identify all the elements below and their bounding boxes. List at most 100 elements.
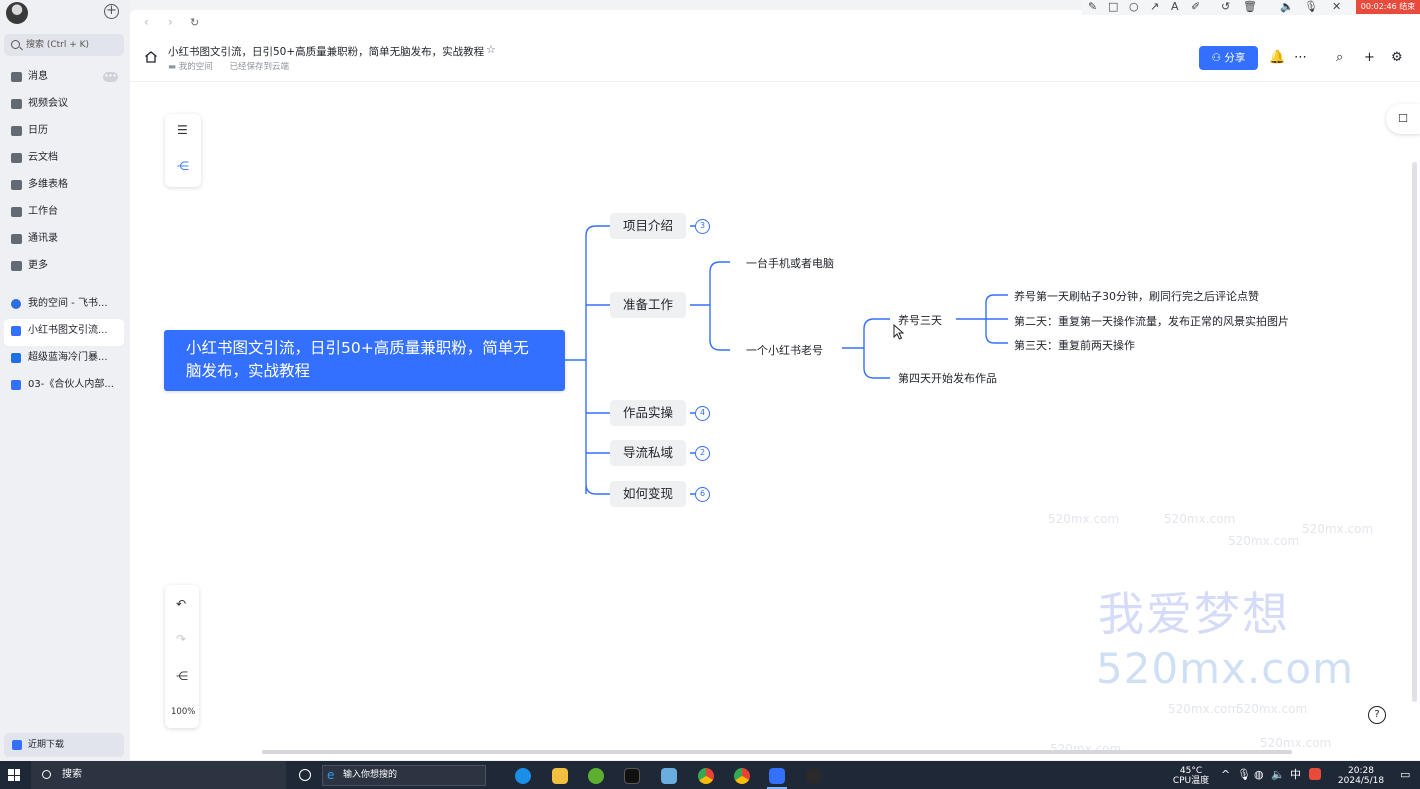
watermark-text: 520mx.com — [1236, 702, 1308, 716]
structure-icon[interactable]: ⋲ — [177, 159, 189, 173]
zoom-level[interactable]: 100% — [171, 707, 196, 717]
topic-node[interactable]: 作品实操 — [610, 400, 687, 426]
circle-icon[interactable]: ○ — [1129, 0, 1139, 13]
breadcrumb-space[interactable]: 我的空间 — [178, 62, 213, 72]
feishu-icon[interactable] — [767, 768, 787, 789]
recent-downloads[interactable]: 近期下载 — [4, 733, 124, 757]
comment-icon[interactable]: ☐ — [1386, 104, 1420, 134]
outline-icon[interactable]: ☰ — [177, 123, 188, 137]
file-explorer-icon[interactable] — [552, 768, 568, 784]
download-icon — [12, 740, 22, 750]
undo-icon[interactable]: ↶ — [176, 597, 187, 611]
clock[interactable]: 20:28 2024/5/18 — [1336, 766, 1386, 786]
watermark-text: 520mx.com — [1260, 736, 1332, 750]
network-icon[interactable]: ◍ — [1254, 768, 1264, 781]
notification-icon[interactable]: ▭ — [1400, 768, 1411, 781]
sidebar-item-video[interactable]: 视频会议 — [0, 93, 130, 120]
sidebar-item-docs[interactable]: 云文档 — [0, 147, 130, 174]
sidebar-item-label: 消息 — [28, 71, 48, 82]
leaf-node[interactable]: 第四天开始发布作品 — [898, 372, 997, 385]
main-window: ‹ › ↻ 小红书图文引流，日引50+高质量兼职粉，简单无脑发布，实战教程 ☆ … — [130, 10, 1420, 760]
save-status: 已经保存到云端 — [229, 62, 289, 72]
topic-node[interactable]: 项目介绍 — [610, 213, 687, 239]
sidebar-item-label: 工作台 — [28, 206, 58, 217]
doc-item-label: 超级蓝海冷门暴... — [28, 352, 108, 363]
more-icon[interactable]: ⋯ — [1294, 50, 1307, 65]
sidebar-item-base[interactable]: 多维表格 — [0, 174, 130, 201]
help-icon[interactable]: ? — [1368, 706, 1386, 724]
doc-item-blue-ocean[interactable]: 超级蓝海冷门暴... — [0, 346, 130, 373]
search-icon[interactable]: ⌕ — [1336, 50, 1344, 65]
avatar[interactable] — [6, 2, 28, 24]
ime-indicator[interactable]: 中 — [1290, 768, 1301, 781]
sogou-icon[interactable] — [1309, 768, 1321, 780]
home-icon[interactable] — [144, 50, 158, 64]
redo-icon[interactable]: ↷ — [176, 632, 187, 646]
microphone-icon[interactable]: 🎙 — [1237, 768, 1251, 781]
tiktok-icon[interactable] — [624, 768, 640, 784]
marker-icon[interactable]: ✐ — [1191, 0, 1201, 13]
browser-search-input[interactable]: e 输入你想搜的 — [322, 765, 486, 786]
leaf-node[interactable]: 养号三天 — [898, 314, 942, 327]
cortana-icon[interactable] — [299, 769, 311, 781]
rectangle-icon[interactable]: □ — [1108, 0, 1119, 13]
mindmap-canvas[interactable]: ☰ ⋲ ↶ ↷ ⋲ 100% 小红书 — [130, 82, 1420, 760]
speaker-icon[interactable]: 🔈 — [1280, 0, 1294, 13]
chrome-icon[interactable] — [734, 768, 750, 784]
undo-icon[interactable]: ↺ — [1221, 0, 1231, 13]
page-title[interactable]: 小红书图文引流，日引50+高质量兼职粉，简单无脑发布，实战教程 — [168, 46, 485, 58]
edge-browser-icon[interactable] — [515, 768, 531, 784]
bell-icon[interactable]: 🔔 — [1269, 50, 1286, 65]
add-icon[interactable]: + — [104, 4, 119, 19]
leaf-node[interactable]: 第三天：重复前两天操作 — [1014, 339, 1135, 352]
collapse-icon[interactable]: ⋲ — [176, 669, 188, 683]
child-count-badge[interactable]: 6 — [695, 487, 710, 502]
arrow-icon[interactable]: ↗ — [1150, 0, 1160, 13]
more-badge-icon[interactable]: ••• — [103, 72, 118, 82]
app-icon[interactable] — [661, 768, 677, 784]
share-button[interactable]: ⚇ 分享 — [1199, 46, 1258, 70]
sidebar-item-more[interactable]: 更多 — [0, 255, 130, 282]
forward-icon[interactable]: › — [168, 15, 173, 29]
sidebar-item-workplace[interactable]: 工作台 — [0, 201, 130, 228]
plus-icon[interactable]: + — [1364, 50, 1375, 65]
windows-start-icon[interactable] — [8, 769, 20, 781]
microphone-icon[interactable]: 🎙 — [1304, 0, 1318, 13]
browser-green-icon[interactable] — [588, 768, 604, 784]
vertical-scrollbar[interactable] — [1412, 162, 1417, 702]
browser-search-placeholder: 输入你想搜的 — [343, 770, 398, 780]
trash-icon[interactable]: 🗑 — [1243, 0, 1257, 13]
doc-item-current[interactable]: 小红书图文引流... — [4, 319, 124, 346]
sidebar-item-calendar[interactable]: 日历 — [0, 120, 130, 147]
horizontal-scrollbar[interactable] — [262, 750, 1292, 754]
pen-icon[interactable]: ✎ — [1088, 0, 1098, 13]
leaf-node[interactable]: 一台手机或者电脑 — [746, 257, 834, 270]
child-count-badge[interactable]: 4 — [695, 406, 710, 421]
topic-node[interactable]: 导流私域 — [610, 440, 687, 466]
taskbar-search[interactable]: 搜索 — [31, 761, 286, 789]
text-icon[interactable]: A — [1171, 0, 1179, 13]
volume-icon[interactable]: 🔈 — [1271, 768, 1285, 781]
child-count-badge[interactable]: 2 — [695, 446, 710, 461]
chevron-up-icon[interactable]: ^ — [1221, 768, 1231, 781]
topic-node[interactable]: 准备工作 — [610, 292, 687, 318]
child-count-badge[interactable]: 3 — [695, 219, 710, 234]
mindmap-root-node[interactable]: 小红书图文引流，日引50+高质量兼职粉，简单无脑发布，实战教程 — [164, 330, 565, 391]
recording-timer[interactable]: 00:02:46 结束 — [1356, 0, 1420, 14]
star-icon[interactable]: ☆ — [486, 43, 496, 56]
app-icon[interactable] — [806, 768, 822, 784]
refresh-icon[interactable]: ↻ — [190, 16, 200, 29]
leaf-node[interactable]: 养号第一天刷帖子30分钟，刷同行完之后评论点赞 — [1014, 290, 1259, 303]
doc-item-my-space[interactable]: 我的空间 - 飞书... — [0, 292, 130, 319]
sidebar-item-contacts[interactable]: 通讯录 — [0, 228, 130, 255]
sidebar-item-messages[interactable]: 消息 ••• — [0, 66, 130, 93]
close-icon[interactable]: ✕ — [1332, 0, 1342, 13]
doc-item-partner[interactable]: 03-《合伙人内部... — [0, 373, 130, 400]
sidebar-search[interactable]: 搜索 (Ctrl + K) — [4, 34, 124, 56]
chrome-icon[interactable] — [698, 768, 714, 784]
leaf-node[interactable]: 一个小红书老号 — [746, 344, 823, 357]
gear-icon[interactable]: ⚙ — [1391, 50, 1403, 65]
leaf-node[interactable]: 第二天：重复第一天操作流量，发布正常的风景实拍图片 — [1014, 315, 1289, 328]
topic-node[interactable]: 如何变现 — [610, 481, 687, 507]
back-icon[interactable]: ‹ — [144, 15, 149, 29]
